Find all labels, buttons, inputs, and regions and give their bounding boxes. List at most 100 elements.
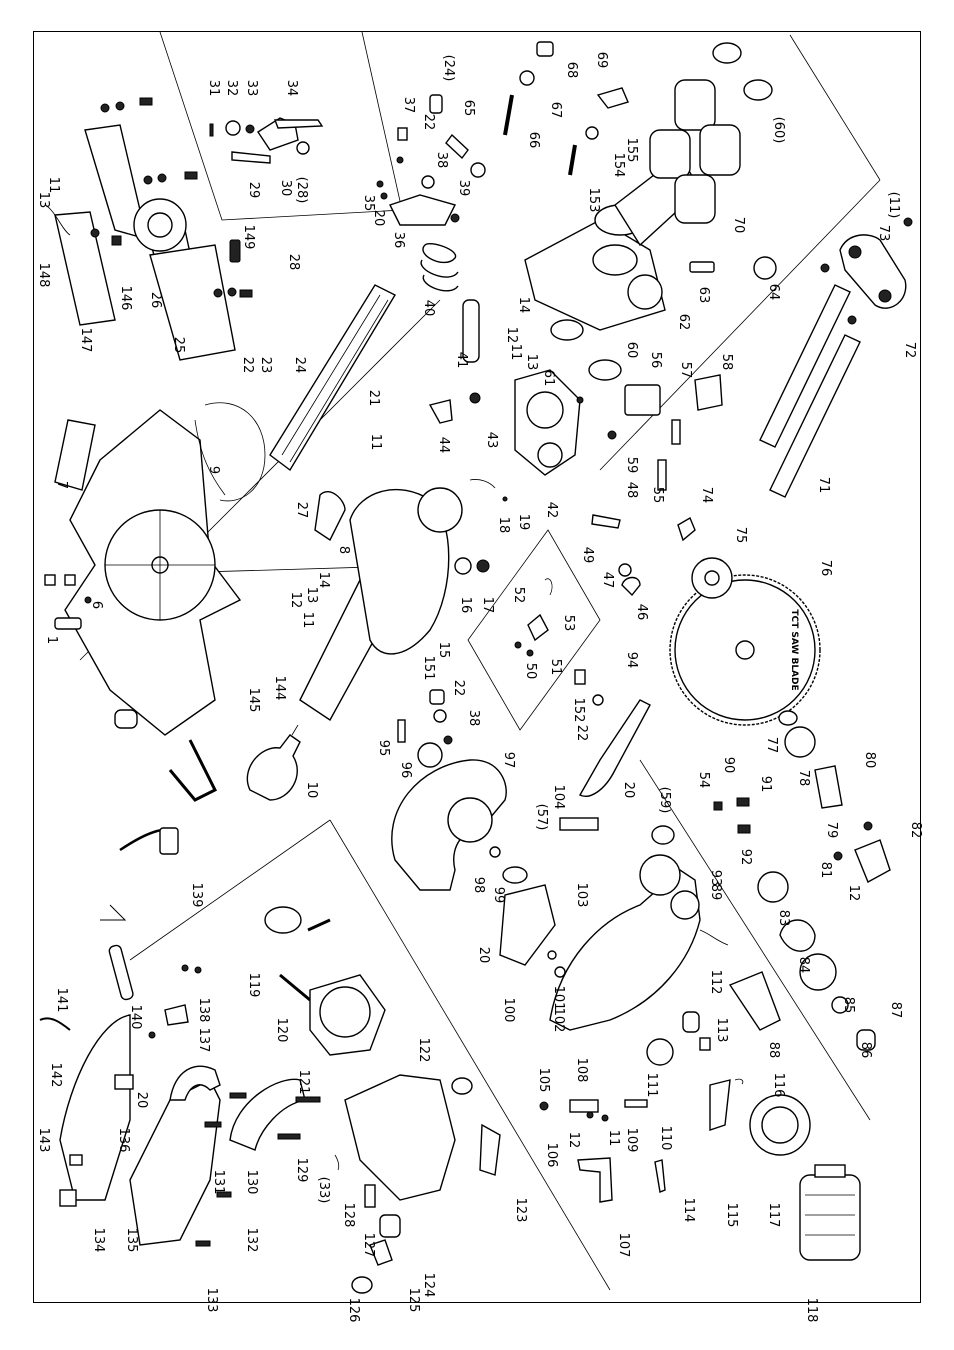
- motor-housing: [264, 906, 501, 1294]
- upper-blade-guard: [489, 817, 711, 1066]
- part-label-l34: 34: [284, 80, 299, 97]
- part-label-l154: 154: [611, 153, 626, 178]
- part-label-l108: 108: [574, 1058, 589, 1083]
- part-label-l120: 120: [274, 1018, 289, 1043]
- part-label-l109: 109: [624, 1128, 639, 1153]
- part-label-l72: 72: [902, 342, 917, 359]
- part-label-l136: 136: [116, 1128, 131, 1153]
- part-label-l115: 115: [724, 1203, 739, 1228]
- part-label-l48: 48: [624, 482, 639, 499]
- part-label-l40: 40: [421, 300, 436, 317]
- part-label-l137: 137: [196, 1028, 211, 1053]
- part-label-l112: 112: [708, 970, 723, 995]
- part-label-l97: 97: [501, 752, 516, 769]
- guard-link: [579, 699, 651, 797]
- part-label-l28b: (28): [294, 177, 309, 204]
- part-label-l76: 76: [818, 560, 833, 577]
- guide-bars: [759, 217, 913, 498]
- part-label-l121: 121: [296, 1070, 311, 1095]
- part-label-l24: 24: [292, 357, 307, 374]
- saw-blade: TCT SAW BLADE: [669, 516, 843, 809]
- motor-parts-lower: [539, 1078, 861, 1261]
- part-label-l98: 98: [471, 877, 486, 894]
- part-label-l46: 46: [634, 604, 649, 621]
- part-label-l54: 54: [696, 772, 711, 789]
- part-label-l106: 106: [544, 1143, 559, 1168]
- part-label-l1: 1: [44, 636, 59, 644]
- spindle-parts: [699, 797, 891, 1051]
- part-label-l99: 99: [491, 887, 506, 904]
- inset-parts-29-34: [209, 117, 324, 164]
- part-label-l101: 101: [551, 986, 566, 1011]
- part-label-l11c: 11: [300, 612, 315, 629]
- base-casting: [44, 409, 242, 736]
- part-label-l122: 122: [416, 1038, 431, 1063]
- part-label-l61: 61: [541, 370, 556, 387]
- part-label-l151: 151: [421, 656, 436, 681]
- part-label-l119: 119: [246, 973, 261, 998]
- part-label-l38b: 38: [466, 710, 481, 727]
- part-label-l41: 41: [454, 352, 469, 369]
- part-label-l28: 28: [286, 254, 301, 271]
- part-label-l33b: (33): [316, 1177, 331, 1204]
- part-label-l75: 75: [733, 527, 748, 544]
- part-label-l22b: 22: [421, 114, 436, 131]
- guide-line: [129, 819, 331, 961]
- part-label-l84: 84: [796, 957, 811, 974]
- guide-line: [789, 34, 881, 181]
- part-label-l26: 26: [148, 292, 163, 309]
- part-label-l53: 53: [561, 615, 576, 632]
- part-label-l47: 47: [600, 572, 615, 589]
- part-label-l42: 42: [544, 502, 559, 519]
- part-label-l103: 103: [574, 883, 589, 908]
- part-label-l138: 138: [196, 998, 211, 1023]
- part-label-l142: 142: [48, 1063, 63, 1088]
- part-label-l12d: 12: [566, 1132, 581, 1149]
- part-label-l58: 58: [719, 354, 734, 371]
- part-label-l94: 94: [624, 652, 639, 669]
- part-label-l29: 29: [246, 182, 261, 199]
- part-label-l49: 49: [580, 547, 595, 564]
- part-label-l51: 51: [548, 659, 563, 676]
- part-label-l44: 44: [436, 437, 451, 454]
- part-label-l124: 124: [421, 1273, 436, 1298]
- part-label-l69: 69: [594, 52, 609, 69]
- part-label-l77: 77: [764, 737, 779, 754]
- part-label-l62: 62: [676, 314, 691, 331]
- part-label-l82: 82: [908, 822, 923, 839]
- part-label-l68: 68: [564, 62, 579, 79]
- sliding-rail: [269, 284, 396, 472]
- part-label-l92: 92: [738, 849, 753, 866]
- part-label-l20a: 20: [371, 210, 386, 227]
- part-label-l64: 64: [766, 284, 781, 301]
- part-label-l86: 86: [858, 1042, 873, 1059]
- part-label-l56: 56: [648, 352, 663, 369]
- part-label-l116: 116: [771, 1073, 786, 1098]
- inset-box-outline: [159, 31, 403, 221]
- part-label-l27: 27: [294, 502, 309, 519]
- part-label-l39: 39: [456, 180, 471, 197]
- part-label-l129: 129: [294, 1158, 309, 1183]
- part-label-l12c: 12: [846, 885, 861, 902]
- part-label-l6: 6: [89, 601, 104, 609]
- part-label-l23: 23: [258, 357, 273, 374]
- part-label-l7: 7: [54, 481, 69, 489]
- part-label-l145: 145: [246, 688, 261, 713]
- inset-diamond-outline: [467, 529, 601, 731]
- part-label-l67: 67: [548, 102, 563, 119]
- part-label-l141: 141: [54, 988, 69, 1013]
- part-label-l140: 140: [128, 1005, 143, 1030]
- part-label-l22a: 22: [240, 357, 255, 374]
- blade-text: TCT SAW BLADE: [789, 609, 799, 690]
- part-label-l63: 63: [696, 287, 711, 304]
- part-label-l111: 111: [644, 1073, 659, 1098]
- part-label-l11e: (11): [886, 192, 901, 219]
- part-label-l17: 17: [480, 597, 495, 614]
- part-label-l143: 143: [36, 1128, 51, 1153]
- part-label-l60: 60: [624, 342, 639, 359]
- part-label-l14a: 14: [316, 572, 331, 589]
- part-label-l133: 133: [204, 1288, 219, 1313]
- part-label-l59b: (59): [657, 787, 672, 814]
- part-label-l78: 78: [796, 770, 811, 787]
